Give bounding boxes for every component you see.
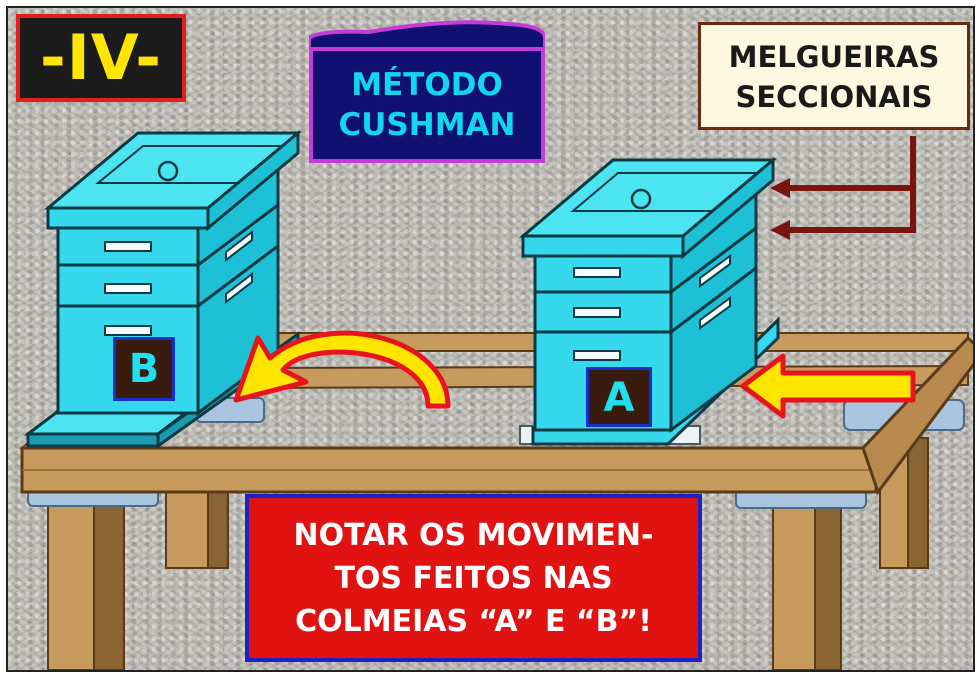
stage-badge: -IV- — [16, 14, 186, 102]
movement-note: NOTAR OS MOVIMEN- TOS FEITOS NAS COLMEIA… — [245, 494, 702, 662]
method-line-2: CUSHMAN — [338, 107, 516, 143]
note-line-3: COLMEIAS “A” E “B”! — [295, 604, 652, 639]
hive-b-label: B — [113, 337, 175, 401]
stage-badge-text: -IV- — [39, 21, 162, 94]
supers-line-1: MELGUEIRAS — [728, 40, 940, 74]
hive-a-label: A — [586, 367, 652, 427]
supers-line-2: SECCIONAIS — [735, 80, 933, 114]
note-line-2: TOS FEITOS NAS — [334, 561, 613, 596]
method-line-1: MÉTODO — [351, 67, 503, 103]
curved-move-arrow — [233, 330, 451, 409]
note-line-1: NOTAR OS MOVIMEN- — [293, 518, 654, 553]
super-pointer-arrows — [770, 136, 916, 240]
straight-move-arrow — [740, 353, 916, 419]
supers-label: MELGUEIRAS SECCIONAIS — [698, 22, 970, 130]
method-label: MÉTODO CUSHMAN — [309, 47, 545, 163]
